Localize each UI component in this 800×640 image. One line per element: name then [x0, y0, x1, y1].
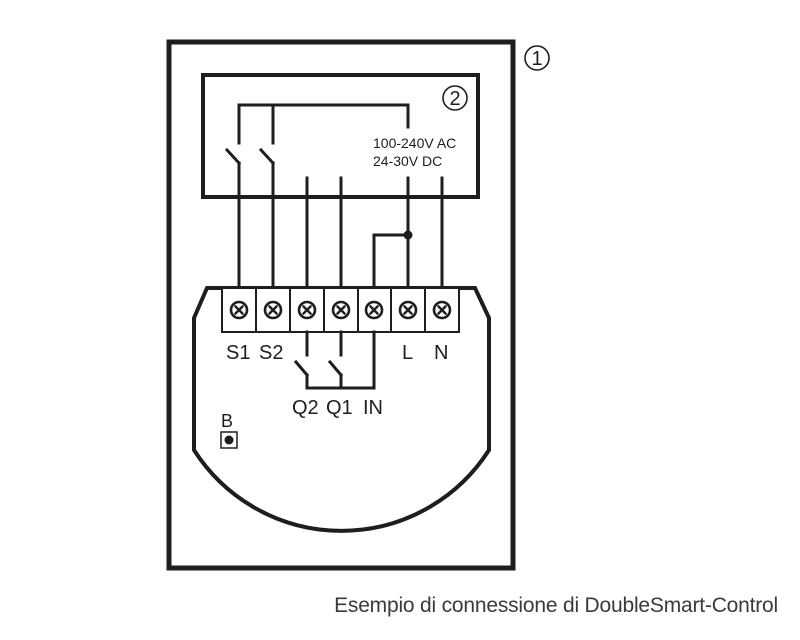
terminal-label-in: IN	[363, 397, 383, 419]
callout-2: 2	[442, 85, 468, 111]
terminal-screw-q1	[331, 300, 351, 320]
voltage-dc-label: 24-30V DC	[373, 153, 442, 169]
diagram-caption: Esempio di connessione di DoubleSmart-Co…	[334, 594, 778, 617]
terminal-screw-n	[432, 300, 452, 320]
callout-1: 1	[524, 45, 550, 71]
q2-out-switch	[293, 359, 310, 378]
terminal-screw-in	[364, 300, 384, 320]
voltage-ac-label: 100-240V AC	[373, 135, 456, 151]
s2-switch-lever	[258, 147, 276, 166]
terminal-label-s1: S1	[226, 342, 250, 364]
terminal-label-q1: Q1	[326, 397, 353, 419]
device-body	[192, 286, 491, 533]
terminal-label-n: N	[434, 342, 448, 364]
terminal-label-l: L	[402, 342, 413, 364]
switch-common-wire	[237, 103, 410, 145]
b-button	[220, 431, 238, 449]
b-button-label: B	[221, 411, 233, 431]
terminal-screw-l	[398, 300, 418, 320]
svg-text:2: 2	[449, 88, 460, 110]
q1-out-switch	[327, 359, 344, 378]
terminal-label-q2: Q2	[292, 397, 319, 419]
junction-dot	[403, 230, 413, 240]
outer-frame	[166, 39, 516, 571]
svg-text:1: 1	[531, 48, 542, 70]
in-wire	[372, 233, 410, 290]
terminal-screw-s1	[229, 300, 249, 320]
terminal-screw-q2	[297, 300, 317, 320]
b-button-dot	[224, 435, 234, 445]
terminal-screw-s2	[263, 300, 283, 320]
terminal-label-s2: S2	[259, 342, 283, 364]
s1-switch-lever	[224, 147, 242, 166]
